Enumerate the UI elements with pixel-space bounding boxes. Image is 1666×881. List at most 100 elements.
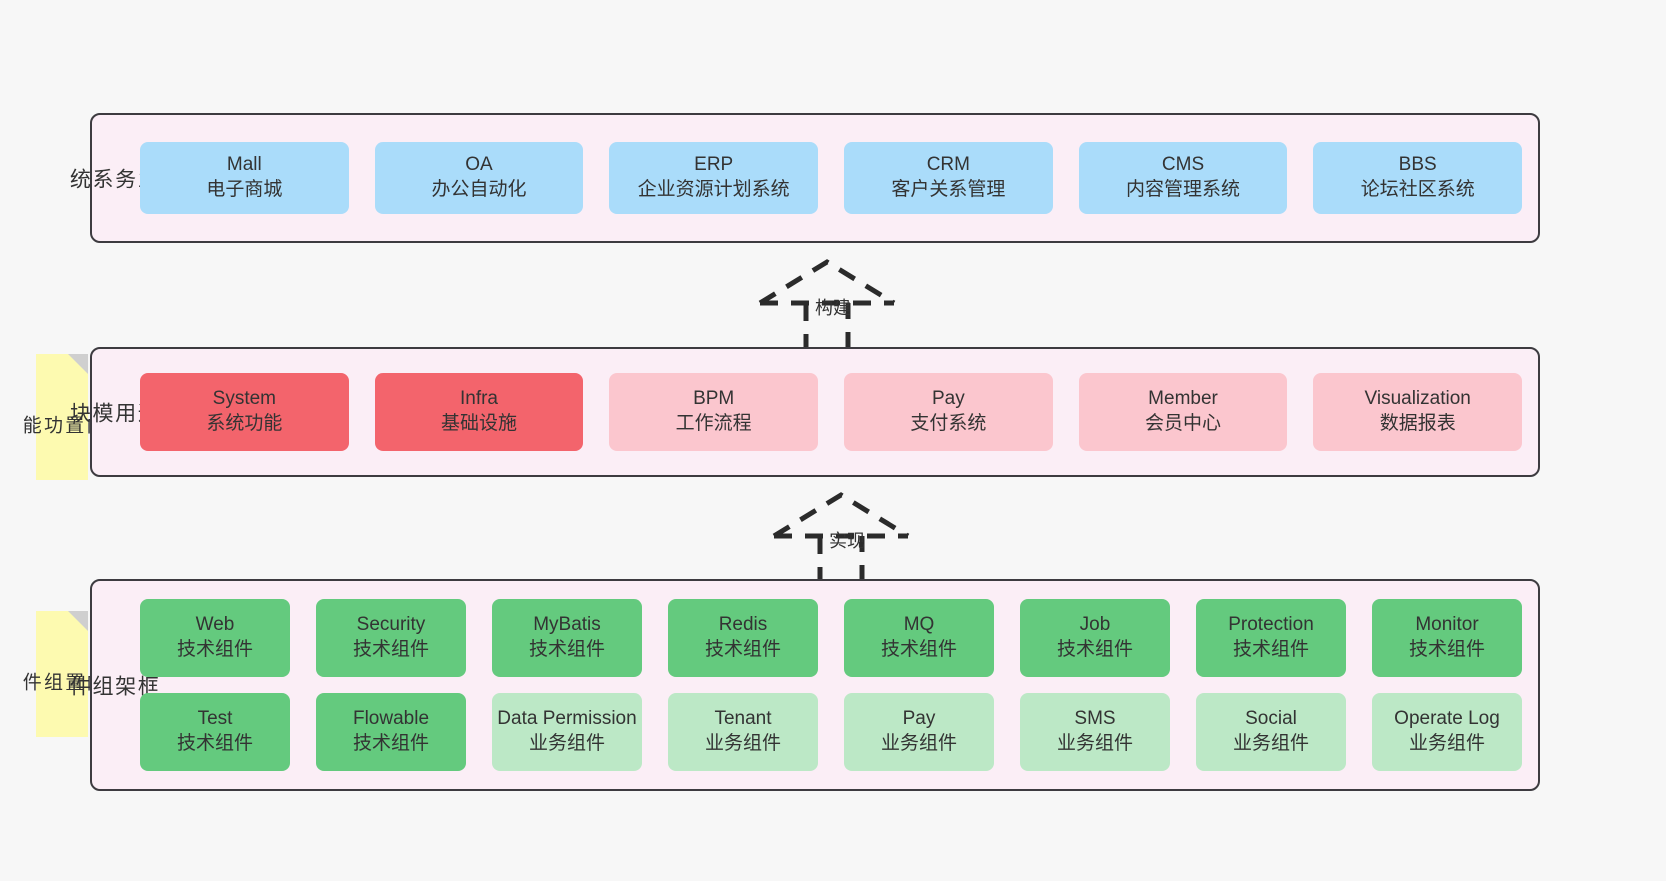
- node-title: Pay: [902, 708, 936, 730]
- node-subtitle: 基础设施: [441, 413, 518, 434]
- node-subtitle: 技术组件: [528, 639, 605, 660]
- node-title: Test: [197, 708, 233, 730]
- node-title: Redis: [718, 614, 768, 636]
- node-infra[interactable]: Infra 基础设施: [374, 373, 584, 451]
- node-tenant[interactable]: Tenant 业务组件: [668, 693, 818, 771]
- node-row: System 系统功能 Infra 基础设施 BPM 工作流程 Pay 支付系统…: [140, 373, 1523, 451]
- node-subtitle: 技术组件: [176, 639, 253, 660]
- arrow-build-label: 构建: [815, 298, 851, 318]
- node-job[interactable]: Job 技术组件: [1020, 599, 1170, 677]
- node-title: Tenant: [714, 708, 772, 730]
- node-subtitle: 会员中心: [1145, 413, 1222, 434]
- node-row: Mall 电子商城 OA 办公自动化 ERP 企业资源计划系统 CRM 客户关系…: [140, 142, 1523, 214]
- node-title: Security: [356, 614, 426, 636]
- node-test[interactable]: Test 技术组件: [140, 693, 290, 771]
- node-title: BPM: [693, 388, 735, 410]
- node-mall[interactable]: Mall 电子商城: [140, 142, 349, 214]
- layer-title-business-systems: 业 务 系 统: [67, 167, 158, 189]
- node-bpm[interactable]: BPM 工作流程: [609, 373, 819, 451]
- arrow-realize: 实现: [766, 489, 916, 589]
- note-builtin-components: 内 置 组 件: [20, 611, 105, 737]
- node-title: Web: [195, 614, 235, 636]
- node-security[interactable]: Security 技术组件: [316, 599, 466, 677]
- node-subtitle: 论坛社区系统: [1360, 179, 1475, 200]
- node-erp[interactable]: ERP 企业资源计划系统: [609, 142, 819, 214]
- node-data-permission[interactable]: Data Permission 业务组件: [492, 693, 642, 771]
- node-pay[interactable]: Pay 支付系统: [844, 373, 1053, 451]
- node-monitor[interactable]: Monitor 技术组件: [1372, 599, 1522, 677]
- node-subtitle: 业务组件: [880, 733, 957, 754]
- node-subtitle: 业务组件: [1056, 733, 1133, 754]
- layer-title-framework-components: 框 架 组 件: [67, 674, 159, 696]
- node-cms[interactable]: CMS 内容管理系统: [1078, 142, 1288, 214]
- node-operate-log[interactable]: Operate Log 业务组件: [1372, 693, 1522, 771]
- node-title: ERP: [694, 154, 734, 176]
- node-flowable[interactable]: Flowable 技术组件: [316, 693, 466, 771]
- node-crm[interactable]: CRM 客户关系管理: [844, 142, 1053, 214]
- node-subtitle: 技术组件: [704, 639, 781, 660]
- layer-body-common-modules: System 系统功能 Infra 基础设施 BPM 工作流程 Pay 支付系统…: [132, 349, 1538, 475]
- node-subtitle: 技术组件: [176, 733, 253, 754]
- node-oa[interactable]: OA 办公自动化: [374, 142, 584, 214]
- node-redis[interactable]: Redis 技术组件: [668, 599, 818, 677]
- node-title: Member: [1148, 388, 1218, 410]
- node-subtitle: 技术组件: [352, 733, 429, 754]
- node-title: Visualization: [1364, 388, 1471, 410]
- node-subtitle: 支付系统: [910, 413, 987, 434]
- node-sms[interactable]: SMS 业务组件: [1020, 693, 1170, 771]
- node-protection[interactable]: Protection 技术组件: [1196, 599, 1346, 677]
- node-subtitle: 技术组件: [1232, 639, 1309, 660]
- layer-common-modules: 通 用 模 块 System 系统功能 Infra 基础设施 BPM 工作流程 …: [67, 347, 1540, 477]
- node-title: MyBatis: [533, 614, 601, 636]
- node-title: SMS: [1074, 708, 1116, 730]
- node-subtitle: 技术组件: [1408, 639, 1485, 660]
- node-system[interactable]: System 系统功能: [140, 373, 349, 451]
- node-subtitle: 技术组件: [352, 639, 429, 660]
- node-subtitle: 办公自动化: [431, 179, 527, 200]
- node-title: Flowable: [352, 708, 430, 730]
- node-title: Operate Log: [1394, 708, 1500, 730]
- node-title: CMS: [1161, 154, 1205, 176]
- node-subtitle: 电子商城: [206, 179, 283, 200]
- layer-business-systems: 业 务 系 统 Mall 电子商城 OA 办公自动化 ERP 企业资源计划系统 …: [67, 113, 1540, 243]
- node-title: Data Permission: [497, 708, 637, 730]
- node-subtitle: 业务组件: [704, 733, 781, 754]
- node-title: Pay: [931, 388, 965, 410]
- node-web[interactable]: Web 技术组件: [140, 599, 290, 677]
- node-subtitle: 技术组件: [880, 639, 957, 660]
- node-row: Web 技术组件 Security 技术组件 MyBatis 技术组件 Redi…: [140, 599, 1522, 677]
- node-mybatis[interactable]: MyBatis 技术组件: [492, 599, 642, 677]
- node-member[interactable]: Member 会员中心: [1078, 373, 1288, 451]
- note-builtin-features: 内 置 功 能: [20, 354, 105, 480]
- layer-body-framework-components: Web 技术组件 Security 技术组件 MyBatis 技术组件 Redi…: [132, 581, 1538, 789]
- node-title: MQ: [903, 614, 935, 636]
- node-title: CRM: [926, 154, 970, 176]
- node-subtitle: 业务组件: [528, 733, 605, 754]
- node-subtitle: 技术组件: [1056, 639, 1133, 660]
- node-title: Infra: [459, 388, 499, 410]
- arrow-realize-label: 实现: [829, 531, 865, 551]
- node-visualization[interactable]: Visualization 数据报表: [1313, 373, 1523, 451]
- node-mq[interactable]: MQ 技术组件: [844, 599, 994, 677]
- node-title: Job: [1079, 614, 1111, 636]
- layer-body-business-systems: Mall 电子商城 OA 办公自动化 ERP 企业资源计划系统 CRM 客户关系…: [132, 115, 1538, 241]
- node-subtitle: 数据报表: [1379, 413, 1456, 434]
- node-title: OA: [465, 154, 493, 176]
- node-title: Protection: [1228, 614, 1314, 636]
- node-pay-component[interactable]: Pay 业务组件: [844, 693, 994, 771]
- node-title: System: [212, 388, 277, 410]
- node-subtitle: 系统功能: [206, 413, 283, 434]
- layer-title-common-modules: 通 用 模 块: [67, 401, 158, 423]
- node-subtitle: 业务组件: [1232, 733, 1309, 754]
- node-title: BBS: [1398, 154, 1437, 176]
- node-title: Monitor: [1415, 614, 1479, 636]
- node-subtitle: 内容管理系统: [1126, 179, 1241, 200]
- node-bbs[interactable]: BBS 论坛社区系统: [1313, 142, 1523, 214]
- node-title: Social: [1245, 708, 1297, 730]
- node-subtitle: 客户关系管理: [891, 179, 1006, 200]
- node-row: Test 技术组件 Flowable 技术组件 Data Permission …: [140, 693, 1522, 771]
- node-subtitle: 企业资源计划系统: [637, 179, 790, 200]
- node-social[interactable]: Social 业务组件: [1196, 693, 1346, 771]
- arrow-build: 构建: [752, 256, 902, 356]
